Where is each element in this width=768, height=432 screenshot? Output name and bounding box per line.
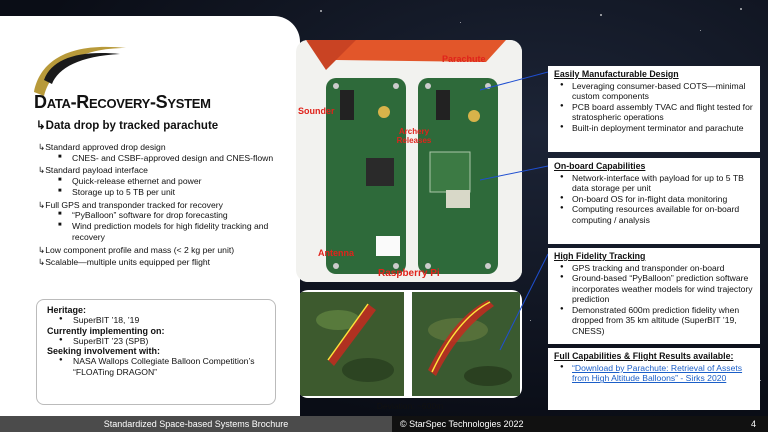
footer-page-number: 4 (750, 419, 756, 429)
starspec-logo-icon (34, 46, 126, 96)
tracking-panel: High Fidelity Tracking GPS tracking and … (548, 248, 760, 344)
current-label: Currently implementing on: (47, 325, 165, 336)
tracking-item: GPS tracking and transponder on-board (554, 263, 754, 273)
manufacturable-heading: Easily Manufacturable Design (554, 69, 679, 79)
circuit-board-photo: Parachute Sounder Archery Releases Anten… (296, 40, 522, 282)
seeking-item: NASA Wallops Collegiate Balloon Competit… (47, 356, 265, 377)
manufacturable-item: Leveraging consumer-based COTS—minimal c… (554, 81, 754, 102)
sub-bullet-item: Quick-release ethernet and power (38, 176, 298, 187)
results-heading: Full Capabilities & Flight Results avail… (554, 351, 734, 361)
bullet-item: ↳Scalable—multiple units equipped per fl… (38, 257, 211, 268)
star (320, 10, 322, 12)
bullet-item: ↳Low component profile and mass (< 2 kg … (38, 244, 235, 255)
tracking-heading: High Fidelity Tracking (554, 251, 646, 261)
heritage-box: Heritage: SuperBIT ’18, ’19 Currently im… (36, 299, 276, 405)
label-parachute: Parachute (442, 54, 486, 64)
circuit-board-illustration (296, 40, 522, 282)
page-subtitle: ↳Data drop by tracked parachute (36, 120, 219, 132)
footer-brochure-title: Standardized Space-based Systems Brochur… (0, 416, 392, 432)
label-antenna: Antenna (318, 248, 354, 258)
footer-bar: Standardized Space-based Systems Brochur… (0, 416, 768, 432)
onboard-item: On-board OS for in-flight data monitorin… (554, 194, 754, 204)
paper-link[interactable]: “Download by Parachute: Retrieval of Ass… (572, 362, 743, 384)
current-item: SuperBIT ’23 (SPB) (47, 336, 265, 347)
sub-bullet-item: Storage up to 5 TB per unit (38, 187, 298, 198)
onboard-heading: On-board Capabilities (554, 161, 646, 171)
label-sounder: Sounder (298, 106, 335, 116)
star (760, 380, 761, 381)
star (700, 30, 701, 31)
onboard-item: Network-interface with payload for up to… (554, 173, 754, 194)
star (460, 22, 461, 23)
heritage-label: Heritage: (47, 305, 87, 315)
label-archery-releases: Archery Releases (396, 127, 432, 145)
heritage-item: SuperBIT ’18, ’19 (47, 315, 265, 326)
bullet-item: ↳Full GPS and transponder tracked for re… (38, 199, 223, 210)
trajectory-map-photos (298, 290, 522, 398)
manufacturable-item: Built-in deployment terminator and parac… (554, 123, 754, 133)
tracking-item: Ground-based “PyBalloon” prediction soft… (554, 273, 754, 304)
onboard-panel: On-board Capabilities Network-interface … (548, 158, 760, 244)
page-title: Data-Recovery-System (34, 92, 211, 112)
onboard-item: Computing resources available for on-boa… (554, 204, 754, 225)
sub-bullet-item: “PyBalloon” software for drop forecastin… (38, 210, 298, 221)
sub-bullet-item: Wind prediction models for high fidelity… (38, 221, 298, 242)
seeking-label: Seeking involvement with: (47, 346, 161, 357)
bullet-item: ↳Standard approved drop design (38, 142, 166, 152)
connector-lines (480, 71, 549, 351)
star (600, 14, 602, 16)
label-raspberry-pi: Raspberry Pi (378, 268, 440, 279)
sub-bullet-item: CNES- and CSBF-approved design and CNES-… (38, 153, 298, 164)
trajectory-map-illustration (300, 292, 520, 396)
tracking-item: Demonstrated 600m prediction fidelity wh… (554, 305, 754, 336)
star (530, 320, 531, 321)
star (740, 8, 742, 10)
results-panel: Full Capabilities & Flight Results avail… (548, 348, 760, 410)
manufacturable-panel: Easily Manufacturable Design Leveraging … (548, 66, 760, 152)
deviation-caption: Deviation: ~600m (376, 401, 444, 411)
bullet-item: ↳Standard payload interface (38, 165, 148, 176)
feature-bullet-list: ↳Standard approved drop design CNES- and… (38, 140, 298, 268)
manufacturable-item: PCB board assembly TVAC and flight teste… (554, 102, 754, 123)
results-item: “Download by Parachute: Retrieval of Ass… (554, 363, 754, 384)
footer-copyright: © StarSpec Technologies 2022 (400, 419, 524, 429)
